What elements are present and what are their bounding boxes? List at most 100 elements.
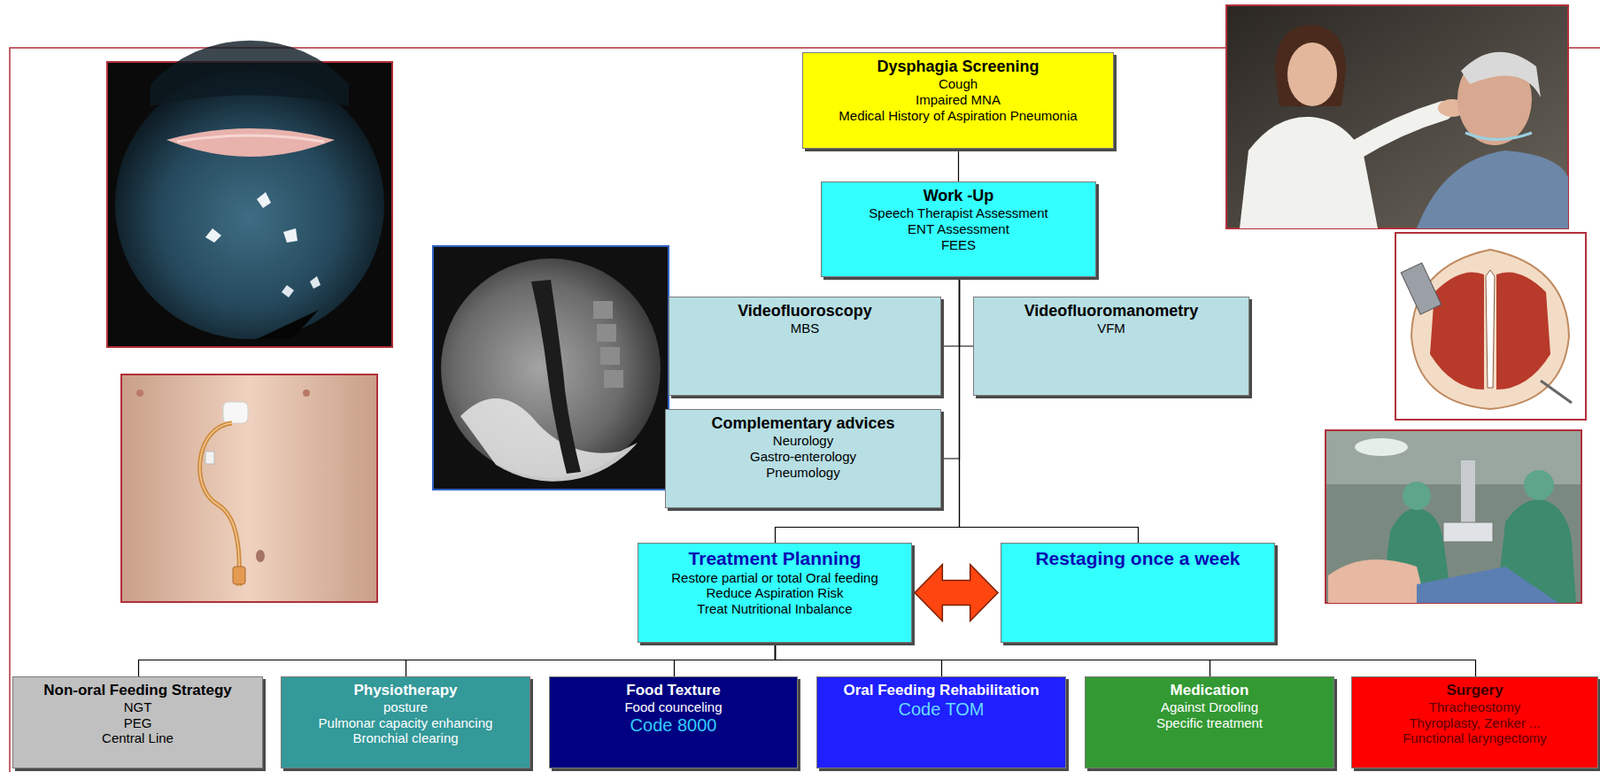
glottis <box>1485 270 1495 388</box>
surgeon-cap <box>1523 470 1554 501</box>
box-text: Pulmonar capacity enhancing <box>318 715 494 732</box>
process-box: Treatment PlanningRestore partial or tot… <box>637 542 913 643</box>
white-coat <box>1239 116 1378 229</box>
box-heading: Physiotherapy <box>353 681 457 700</box>
process-box: VideofluoromanometryVFM <box>973 296 1250 396</box>
treatment-box: Oral Feeding RehabilitationCode TOM <box>816 676 1067 769</box>
endoscopy-image <box>107 40 393 348</box>
pharynx-contrast <box>531 279 581 474</box>
box-text: Bronchial clearing <box>352 730 458 747</box>
connector-line <box>941 277 960 459</box>
box-text: Code TOM <box>897 699 984 721</box>
view-shadow <box>150 40 349 107</box>
fold-highlight <box>177 135 325 142</box>
box-heading: Food Texture <box>626 681 720 700</box>
treatment-box: SurgeryThracheostomyThyroplasty, Zenker … <box>1351 676 1599 769</box>
image-frame <box>1226 5 1569 229</box>
box-text: Against Drooling <box>1160 699 1259 716</box>
box-text: Pneumology <box>765 464 840 481</box>
vertebra <box>603 370 624 388</box>
hair <box>1275 24 1346 107</box>
navel <box>255 549 265 563</box>
view-notch <box>256 309 319 340</box>
box-text: Specific treatment <box>1156 715 1263 732</box>
oxygen-tube <box>1465 132 1532 140</box>
connector-line <box>406 642 776 677</box>
process-box: Work -UpSpeech Therapist AssessmentENT A… <box>820 181 1097 278</box>
process-box: VideofluoroscopyMBS <box>668 296 942 396</box>
box-heading: Oral Feeding Rehabilitation <box>842 681 1039 700</box>
box-heading: Non-oral Feeding Strategy <box>43 681 232 700</box>
patient-head <box>1328 559 1426 603</box>
box-text: Cough <box>938 76 978 93</box>
mucus-speck <box>309 276 321 289</box>
bright-region <box>460 398 638 482</box>
box-heading: Videofluoromanometry <box>1024 301 1199 321</box>
box-heading: Medication <box>1170 681 1250 700</box>
implant <box>1400 262 1442 315</box>
box-text: Food counceling <box>624 699 722 716</box>
xray-image <box>432 246 669 490</box>
box-text: Neurology <box>772 432 834 449</box>
instrument <box>1540 380 1572 403</box>
process-box: Dysphagia ScreeningCoughImpaired MNAMedi… <box>802 52 1114 149</box>
vertebra <box>593 301 613 319</box>
vocal-muscle <box>1429 272 1485 391</box>
endoscope-view <box>115 69 385 340</box>
nipple <box>136 389 144 397</box>
connector-line <box>958 148 959 182</box>
peg-tube-photo <box>121 374 378 603</box>
nipple <box>302 389 310 397</box>
box-heading: Dysphagia Screening <box>876 57 1039 77</box>
box-text: Treat Nutritional Inbalance <box>696 601 852 618</box>
treatment-box: Food TextureFood councelingCode 8000 <box>548 676 798 769</box>
box-heading: Surgery <box>1445 681 1503 700</box>
clinician-face <box>1287 42 1338 107</box>
connector-line <box>775 642 1477 677</box>
thyroplasty-drawing <box>1395 232 1586 420</box>
box-heading: Videofluoroscopy <box>737 301 873 321</box>
tube-clamp <box>205 451 215 464</box>
frame-border <box>9 47 1600 772</box>
box-heading: Work -Up <box>923 186 995 206</box>
connector-line <box>941 277 960 347</box>
treatment-box: MedicationAgainst DroolingSpecific treat… <box>1084 676 1335 769</box>
microscope-head <box>1443 522 1493 542</box>
ceiling-light <box>1354 438 1408 457</box>
image-frame <box>432 246 669 490</box>
box-text: MBS <box>790 320 820 337</box>
box-text: FEES <box>941 237 976 254</box>
image-frame <box>1395 232 1586 420</box>
peg-tube <box>200 423 240 587</box>
box-text: Code 8000 <box>630 715 718 737</box>
box-heading: Treatment Planning <box>688 548 862 571</box>
box-text: PEG <box>123 715 153 732</box>
image-frame <box>121 374 378 603</box>
box-text: Central Line <box>101 730 174 747</box>
vertebra <box>600 347 620 365</box>
surgical-drape <box>1416 566 1559 603</box>
connector-line <box>959 277 974 347</box>
box-text: posture <box>383 699 428 716</box>
process-box: Complementary advicesNeurologyGastro-ent… <box>664 409 942 509</box>
connector-line <box>674 642 776 677</box>
box-text: Functional laryngectomy <box>1402 730 1547 747</box>
treatment-box: PhysiotherapyposturePulmonar capacity en… <box>280 676 531 769</box>
box-text: Medical History of Aspiration Pneumonia <box>838 108 1077 124</box>
peg-disk <box>223 401 248 424</box>
blanket <box>1416 150 1569 229</box>
microscope-column <box>1460 460 1476 532</box>
mucus-speck <box>205 228 222 243</box>
box-text: Impaired MNA <box>915 92 1001 109</box>
box-text: Restore partial or total Oral feeding <box>671 570 878 587</box>
box-text: Thyroplasty, Zenker ... <box>1408 715 1540 732</box>
image-frame <box>107 61 393 348</box>
block-arrow <box>914 564 998 622</box>
box-text: ENT Assessment <box>907 221 1010 238</box>
mucus-speck <box>256 192 271 209</box>
box-text: Thracheostomy <box>1429 699 1521 716</box>
tube-connector <box>232 566 246 585</box>
connector-line <box>139 642 776 677</box>
image-frame <box>1325 430 1582 603</box>
